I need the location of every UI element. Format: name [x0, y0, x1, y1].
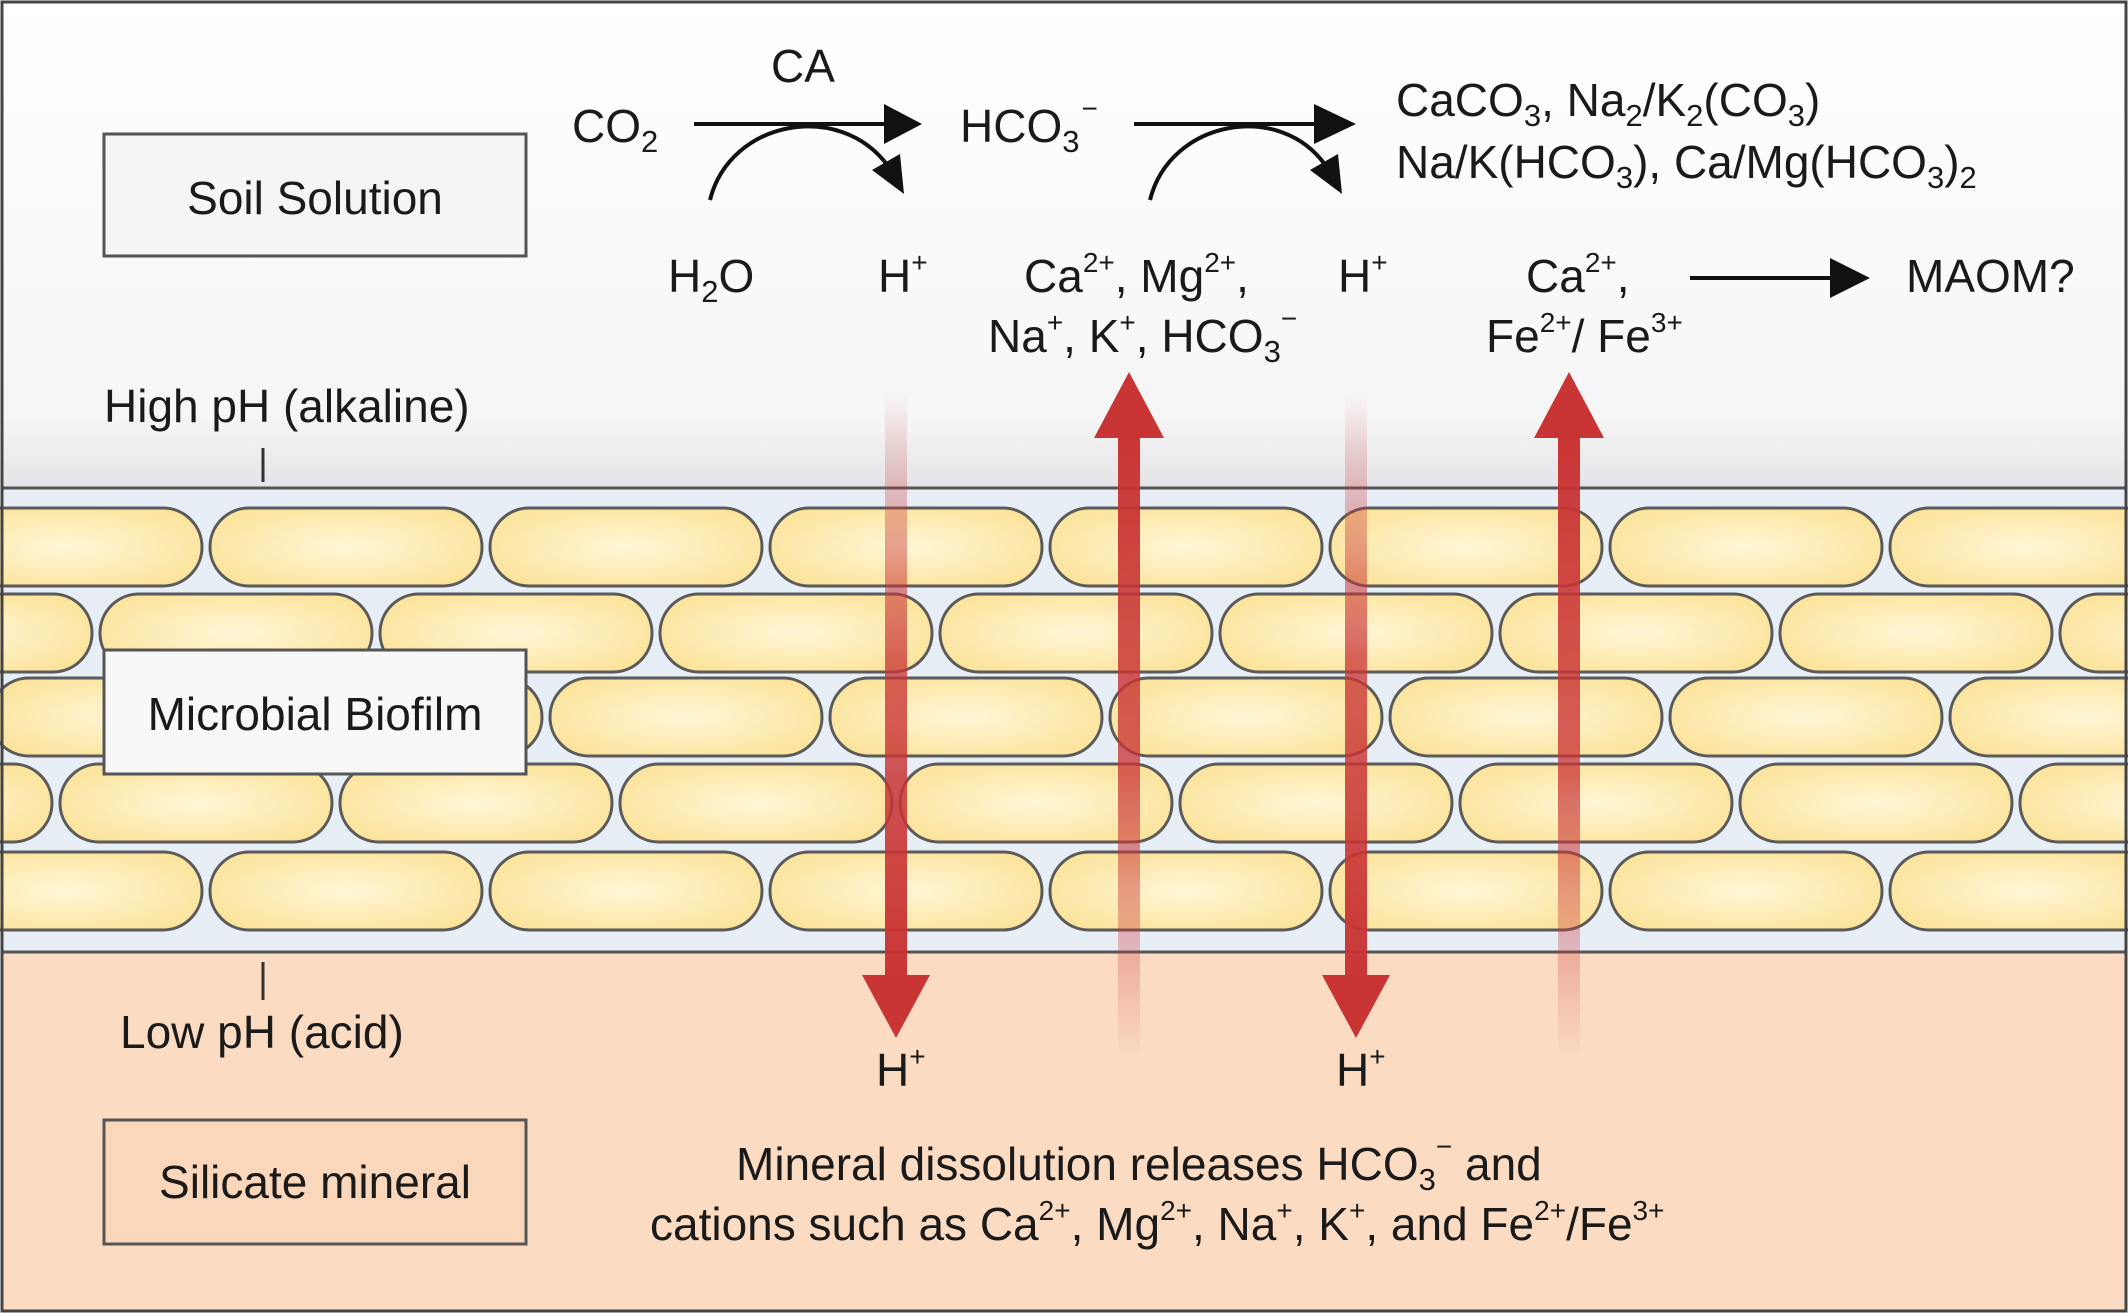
- proton-arrow-1: [862, 390, 930, 1038]
- co2-label: CO2: [572, 100, 658, 159]
- h-plus-label-1: H+: [878, 247, 928, 302]
- h-plus-bottom-1: H+: [876, 1041, 926, 1096]
- hco3-label: HCO3−: [960, 93, 1098, 159]
- maom-label: MAOM?: [1906, 250, 2075, 302]
- microbial-biofilm-label-box: Microbial Biofilm: [102, 648, 528, 776]
- soil-solution-label-box: Soil Solution: [102, 132, 528, 258]
- bacterial-cell: [1608, 850, 1884, 932]
- bacterial-cell: [1178, 762, 1454, 844]
- released-ions-line2: Na+, K+, HCO3−: [988, 303, 1297, 369]
- bacterial-cell: [1888, 850, 2128, 932]
- bacterial-cell: [1328, 850, 1604, 932]
- bacterial-cell: [488, 506, 764, 588]
- h-plus-bottom-2: H+: [1336, 1041, 1386, 1096]
- soil-solution-label: Soil Solution: [187, 172, 443, 224]
- h-plus-label-2: H+: [1338, 247, 1388, 302]
- bacterial-cell: [0, 762, 54, 844]
- bacterial-cell: [1498, 592, 1774, 674]
- bacterial-cell: [0, 850, 204, 932]
- bacterial-cell: [1888, 506, 2128, 588]
- bacterial-cell: [208, 850, 484, 932]
- bacterial-cell: [1048, 850, 1324, 932]
- bacterial-cell: [1608, 506, 1884, 588]
- bacterial-cell: [338, 762, 614, 844]
- bacterial-cell: [208, 506, 484, 588]
- carbonate-products-line1: CaCO3, Na2/K2(CO3): [1396, 74, 1820, 133]
- bacterial-cell: [828, 676, 1104, 758]
- bacterial-cell: [618, 762, 894, 844]
- h2o-label: H2O: [668, 250, 754, 309]
- bacterial-cell: [1328, 506, 1604, 588]
- bacterial-cell: [1108, 676, 1384, 758]
- bacterial-cell: [2018, 762, 2128, 844]
- dissolution-text-line1: Mineral dissolution releases HCO3− and: [736, 1131, 1542, 1197]
- bacterial-cell: [1668, 676, 1944, 758]
- bacterial-cell: [548, 676, 824, 758]
- bacterial-cell: [658, 592, 934, 674]
- bacterial-cell: [1948, 676, 2128, 758]
- bacterial-cell: [58, 762, 334, 844]
- ca-fe-line2: Fe2+/ Fe3+: [1486, 307, 1683, 362]
- low-ph-label: Low pH (acid): [120, 1006, 404, 1058]
- bacterial-cell: [1388, 676, 1664, 758]
- carbonate-products-line2: Na/K(HCO3), Ca/Mg(HCO3)2: [1396, 136, 1977, 195]
- bacterial-cell: [1738, 762, 2014, 844]
- proton-arrow-2: [1322, 390, 1390, 1038]
- high-ph-label: High pH (alkaline): [104, 380, 470, 432]
- to-maom-arrow: [1690, 258, 1870, 298]
- co2-to-hco3-arrow: [694, 104, 922, 201]
- bacterial-cell: [1778, 592, 2054, 674]
- bacterial-cell: [488, 850, 764, 932]
- bacterial-cell: [0, 506, 204, 588]
- hco3-to-carbonates-arrow: [1134, 104, 1356, 201]
- cation-arrow-2: [1534, 372, 1604, 1060]
- ca-enzyme-label: CA: [771, 40, 835, 92]
- bacterial-cell: [1458, 762, 1734, 844]
- bacterial-cell: [938, 592, 1214, 674]
- cation-arrow-1: [1094, 372, 1164, 1060]
- released-ions-line1: Ca2+, Mg2+,: [1024, 247, 1249, 302]
- microbial-biofilm-label: Microbial Biofilm: [148, 688, 483, 740]
- silicate-mineral-label-box: Silicate mineral: [102, 1118, 528, 1246]
- bacterial-cell: [0, 592, 94, 674]
- ca-fe-line1: Ca2+,: [1526, 247, 1630, 302]
- silicate-mineral-label: Silicate mineral: [159, 1156, 471, 1208]
- dissolution-text-line2: cations such as Ca2+, Mg2+, Na+, K+, and…: [650, 1195, 1664, 1250]
- bacterial-cell: [1048, 506, 1324, 588]
- bacterial-cell: [2058, 592, 2128, 674]
